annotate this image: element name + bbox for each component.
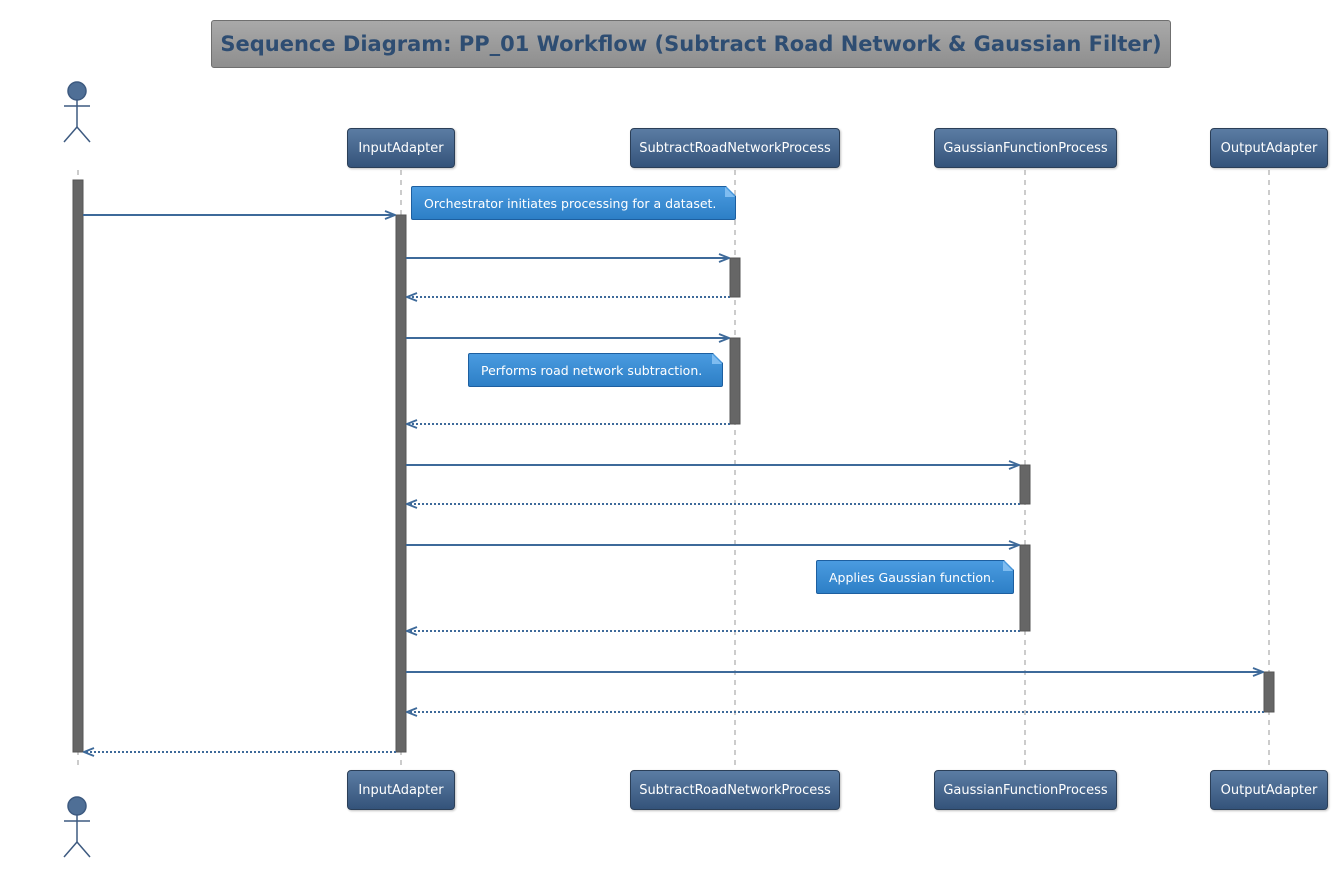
note-text: Performs road network subtraction. [481, 362, 703, 378]
activation-gaussian-1 [1019, 464, 1031, 505]
participant-gaussian-function-top: GaussianFunctionProcess [934, 128, 1117, 168]
activation-actor [72, 179, 84, 753]
diagram-title-text: Sequence Diagram: PP_01 Workflow (Subtra… [220, 32, 1162, 56]
participant-label: InputAdapter [358, 140, 444, 156]
note-orchestrator: Orchestrator initiates processing for a … [411, 186, 736, 220]
participant-output-adapter-bottom: OutputAdapter [1210, 770, 1328, 810]
participant-subtract-road-network-top: SubtractRoadNetworkProcess [630, 128, 840, 168]
note-text: Applies Gaussian function. [829, 569, 995, 585]
activation-input-adapter [395, 214, 407, 753]
note-subtraction: Performs road network subtraction. [468, 353, 723, 387]
activation-subtract-1 [729, 257, 741, 298]
messages [83, 215, 1264, 752]
participant-input-adapter-top: InputAdapter [347, 128, 455, 168]
participant-gaussian-function-bottom: GaussianFunctionProcess [934, 770, 1117, 810]
diagram-title: Sequence Diagram: PP_01 Workflow (Subtra… [211, 20, 1171, 68]
participant-label: GaussianFunctionProcess [943, 140, 1108, 156]
participant-output-adapter-top: OutputAdapter [1210, 128, 1328, 168]
activation-gaussian-2 [1019, 544, 1031, 632]
participant-input-adapter-bottom: InputAdapter [347, 770, 455, 810]
note-gaussian: Applies Gaussian function. [816, 560, 1014, 594]
lifelines [77, 170, 1270, 770]
participant-label: SubtractRoadNetworkProcess [639, 140, 831, 156]
note-text: Orchestrator initiates processing for a … [424, 195, 717, 211]
activation-subtract-2 [729, 337, 741, 425]
participant-label: OutputAdapter [1220, 782, 1318, 798]
participant-label: OutputAdapter [1220, 140, 1318, 156]
actor-icon-top [63, 81, 91, 143]
participant-subtract-road-network-bottom: SubtractRoadNetworkProcess [630, 770, 840, 810]
participant-label: GaussianFunctionProcess [943, 782, 1108, 798]
activation-bars [72, 179, 1275, 753]
participant-label: SubtractRoadNetworkProcess [639, 782, 831, 798]
activation-output-adapter [1263, 671, 1275, 713]
actor-icon-bottom [63, 796, 91, 858]
participant-label: InputAdapter [358, 782, 444, 798]
